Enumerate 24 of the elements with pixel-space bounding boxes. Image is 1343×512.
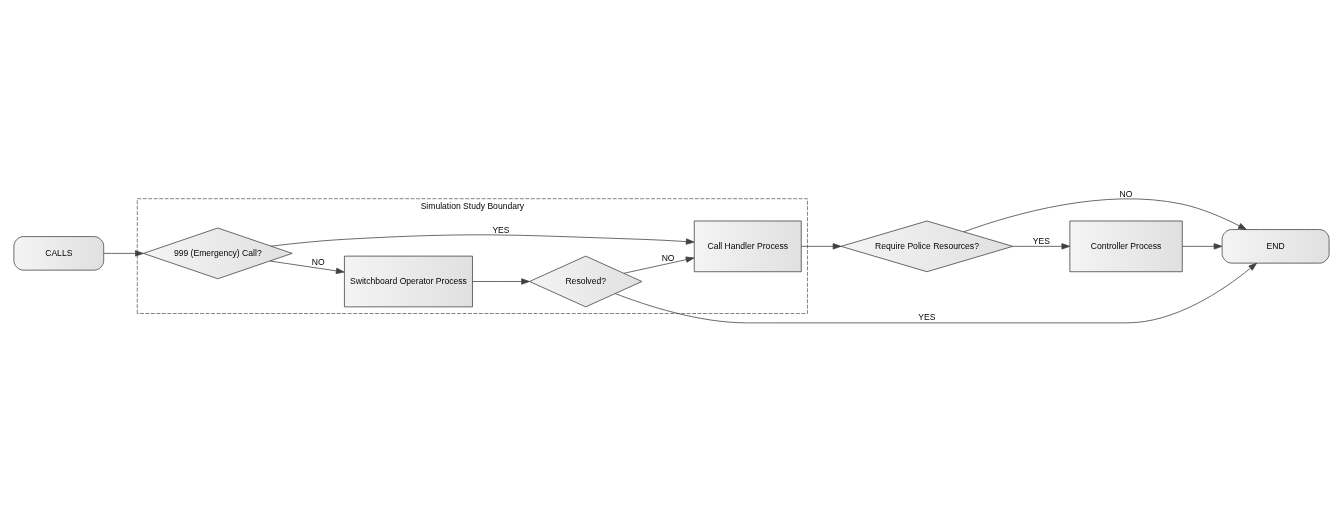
arrow <box>1012 242 1071 249</box>
node-box: CALLS <box>13 235 105 271</box>
arrow <box>1182 242 1223 249</box>
arrow <box>614 262 1257 323</box>
arrow <box>270 233 695 247</box>
edge-label: NO <box>311 256 325 267</box>
node-box: Call Handler Process <box>693 220 802 272</box>
arrow <box>103 249 144 256</box>
arrow <box>269 260 345 274</box>
arrow <box>623 256 695 274</box>
arrow <box>800 242 842 249</box>
node-box: Switchboard Operator Process <box>344 255 473 307</box>
edge-label: NO <box>661 252 675 263</box>
node-box: Controller Process <box>1069 220 1183 272</box>
node-diamond: Require Police Resources? <box>840 220 1014 272</box>
arrow <box>472 277 530 285</box>
node-box: END <box>1221 228 1330 264</box>
node-diamond: Resolved? <box>529 255 643 307</box>
arrow <box>963 198 1247 232</box>
edge-label: NO <box>1119 188 1133 199</box>
edge-label: YES <box>1032 235 1050 246</box>
node-diamond: 999 (Emergency) Call? <box>143 227 293 279</box>
edge-label: YES <box>918 311 936 322</box>
edge-label: YES <box>492 224 510 235</box>
